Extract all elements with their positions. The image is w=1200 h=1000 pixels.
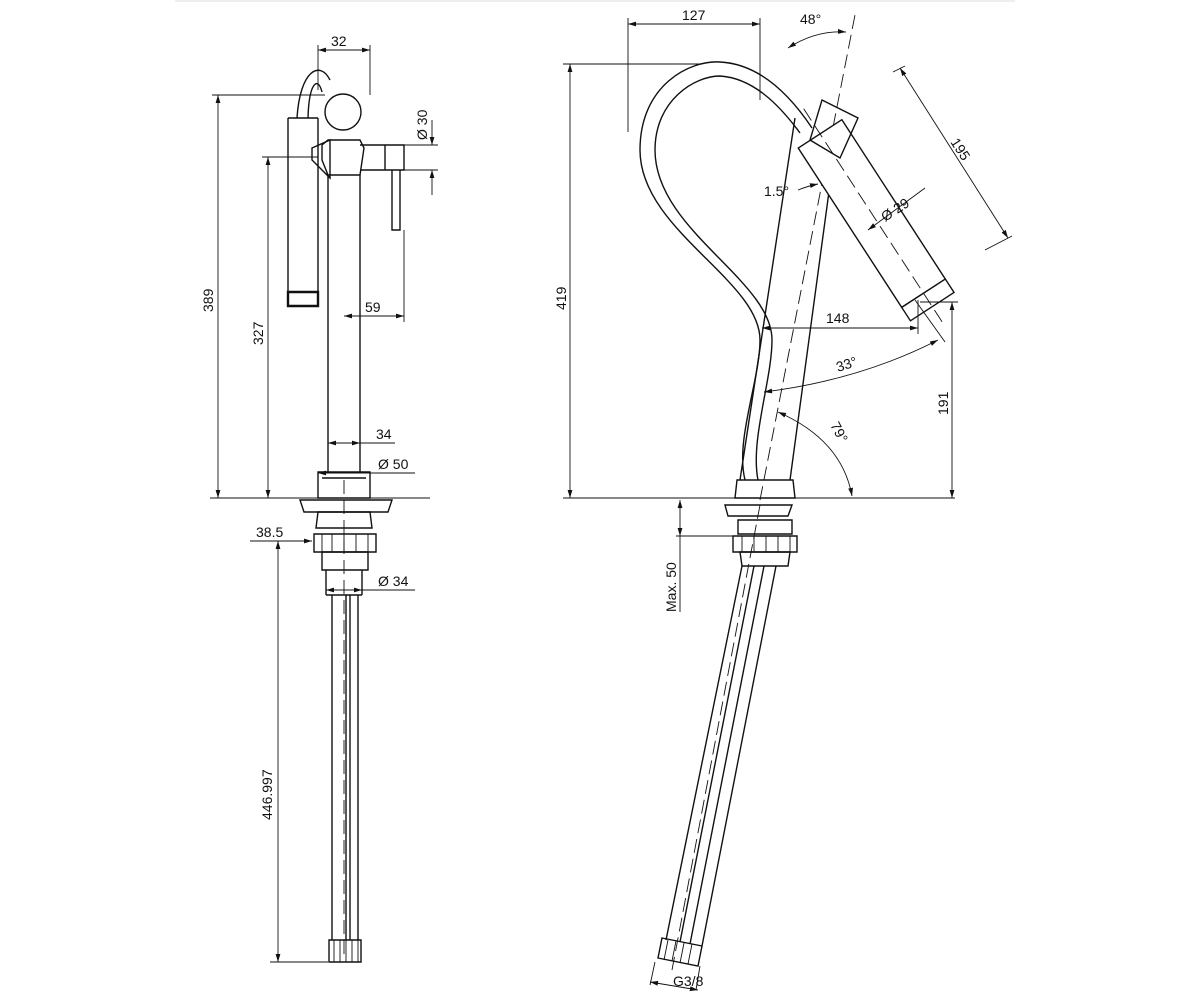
dim-lever-diameter: Ø 30 bbox=[414, 109, 430, 140]
side-view: 127 48° 195 Ø 29 1.5° 419 bbox=[553, 7, 1013, 992]
dim-lever-reach: 59 bbox=[365, 299, 381, 315]
front-view: 32 Ø 30 389 327 59 bbox=[200, 33, 438, 963]
dim-handle-offset: 32 bbox=[331, 33, 347, 49]
dim-outlet-height: 191 bbox=[935, 391, 951, 415]
dim-body-width: 34 bbox=[376, 426, 392, 442]
dim-tilt-angle: 1.5° bbox=[764, 183, 789, 199]
dim-head-length: 195 bbox=[947, 135, 973, 163]
dim-spout-reach-top: 127 bbox=[682, 7, 706, 23]
dim-max-deck: Max. 50 bbox=[663, 562, 679, 612]
dim-body-angle: 79° bbox=[827, 419, 851, 445]
dim-base-thickness: 38.5 bbox=[256, 524, 283, 540]
dim-base-diameter: Ø 50 bbox=[378, 456, 409, 472]
dim-hose-length: 446.997 bbox=[259, 769, 275, 820]
dim-connection: G3/8 bbox=[673, 973, 704, 989]
dim-spout-height: 327 bbox=[250, 321, 266, 345]
dim-height: 419 bbox=[553, 286, 569, 310]
dim-swing-angle: 33° bbox=[834, 353, 859, 375]
dim-shank-diameter: Ø 34 bbox=[378, 573, 409, 589]
dim-total-height: 389 bbox=[200, 288, 216, 312]
dim-spout-reach: 148 bbox=[826, 310, 850, 326]
dim-spout-angle: 48° bbox=[800, 11, 821, 27]
